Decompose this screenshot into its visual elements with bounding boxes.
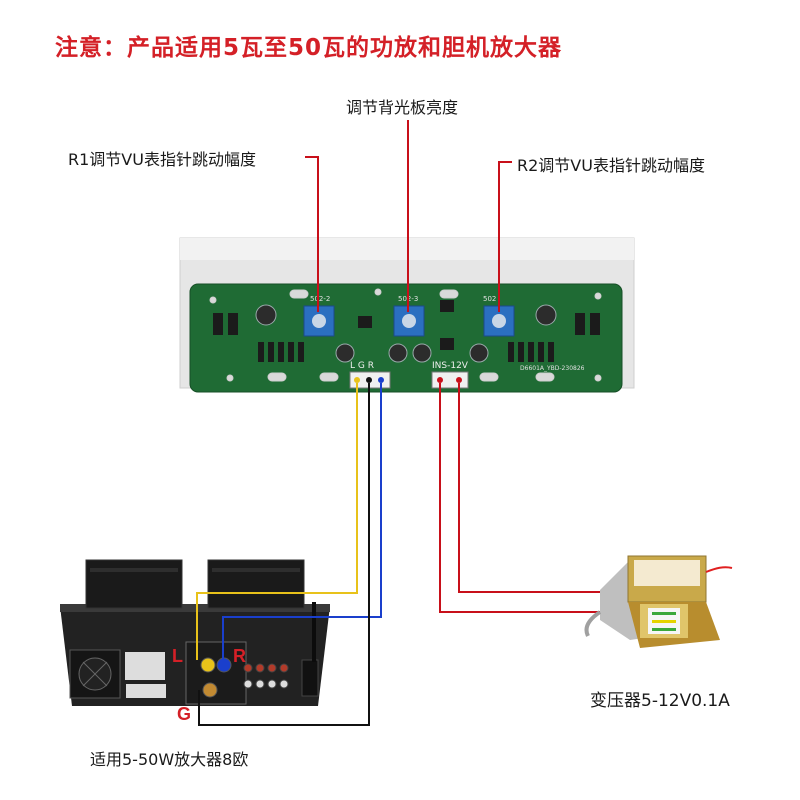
port-r-label: R [233,646,246,666]
backlight-label: 调节背光板亮度 [346,98,459,117]
r1-label: R1调节VU表指针跳动幅度 [68,150,256,169]
pot3-text: 502 [483,295,496,303]
pcb-components [213,300,600,362]
amp-transformer-left [85,559,183,609]
pointer-r1 [305,156,319,312]
transformer-label: 变压器5-12V0.1A [590,691,730,711]
capacitors [255,304,557,363]
notice-text: 注意：产品适用5瓦至50瓦的功放和胆机放大器 [55,35,563,61]
wire-black-g [198,383,370,726]
transformer [584,555,733,648]
mounting-slots [209,288,602,382]
amplifier-label: 适用5-50W放大器8欧 [90,750,249,769]
wire-red-2 [458,383,632,593]
wire-yellow-l [196,383,358,660]
port-l-label: L [172,646,183,666]
connector-right-text: INS-12V [432,361,469,371]
pointer-lines [305,120,512,312]
board-model-text: D6601A_YBD-230826 [520,365,585,372]
wires [196,383,632,726]
connector-left-text: L G R [350,361,374,371]
amplifier [60,559,330,706]
pot1-text: 502-2 [310,295,330,303]
amp-transformer-right [207,559,305,609]
port-g-label: G [177,704,192,724]
wire-red-1 [439,383,632,613]
wire-blue-r [222,383,382,660]
r2-label: R2调节VU表指针跳动幅度 [517,156,705,175]
pointer-r2 [498,161,512,312]
